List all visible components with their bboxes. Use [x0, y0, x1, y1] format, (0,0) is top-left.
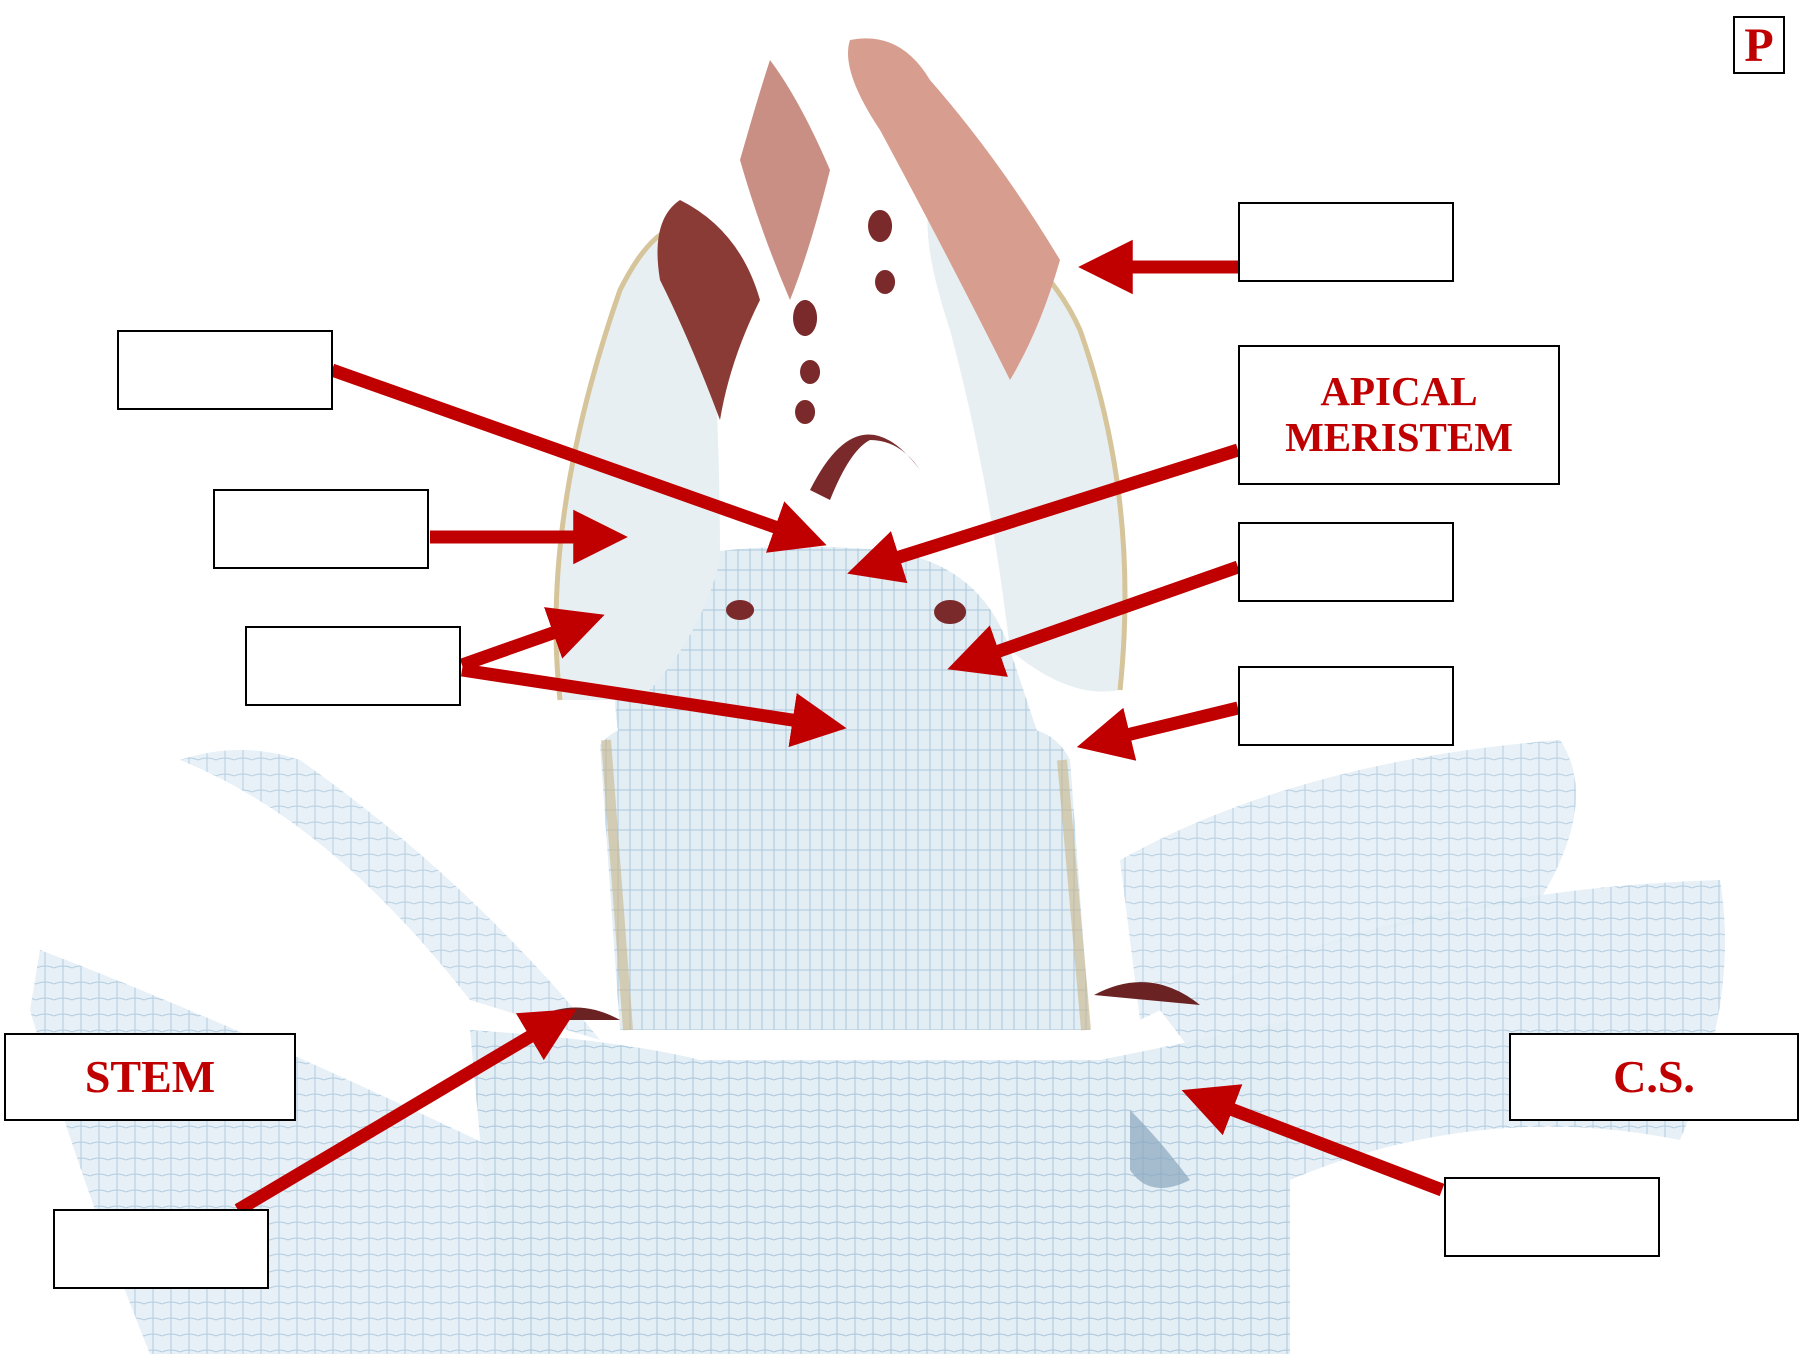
right-node-stain — [934, 600, 966, 624]
label-box-stem: STEM — [4, 1033, 296, 1121]
left-node-stain — [726, 600, 754, 620]
arrow-right-lower — [1098, 708, 1238, 742]
cs-label: C.S. — [1613, 1051, 1695, 1103]
label-box-apical-meristem: APICAL MERISTEM — [1238, 345, 1560, 485]
left-leaf-primordium-lower — [180, 750, 600, 1040]
apical-dome-stain — [810, 434, 920, 500]
label-box-left-upper — [117, 330, 333, 410]
label-box-cs: C.S. — [1509, 1033, 1799, 1121]
slide-badge: P — [1733, 16, 1785, 74]
label-box-left-middle — [213, 489, 429, 569]
label-box-bottom-left — [53, 1209, 269, 1289]
label-box-left-lower — [245, 626, 461, 706]
label-box-right-middle — [1238, 522, 1454, 602]
label-box-top-right — [1238, 202, 1454, 282]
left-leaf-stain — [740, 60, 830, 300]
lower-left-leaf — [30, 950, 560, 1354]
apical-meristem-line2: MERISTEM — [1285, 415, 1513, 461]
label-box-right-lower — [1238, 666, 1454, 746]
apical-meristem-line1: APICAL — [1285, 369, 1513, 415]
label-box-bottom-right — [1444, 1177, 1660, 1257]
stem-column — [600, 727, 1090, 1030]
stem-label: STEM — [85, 1051, 215, 1103]
